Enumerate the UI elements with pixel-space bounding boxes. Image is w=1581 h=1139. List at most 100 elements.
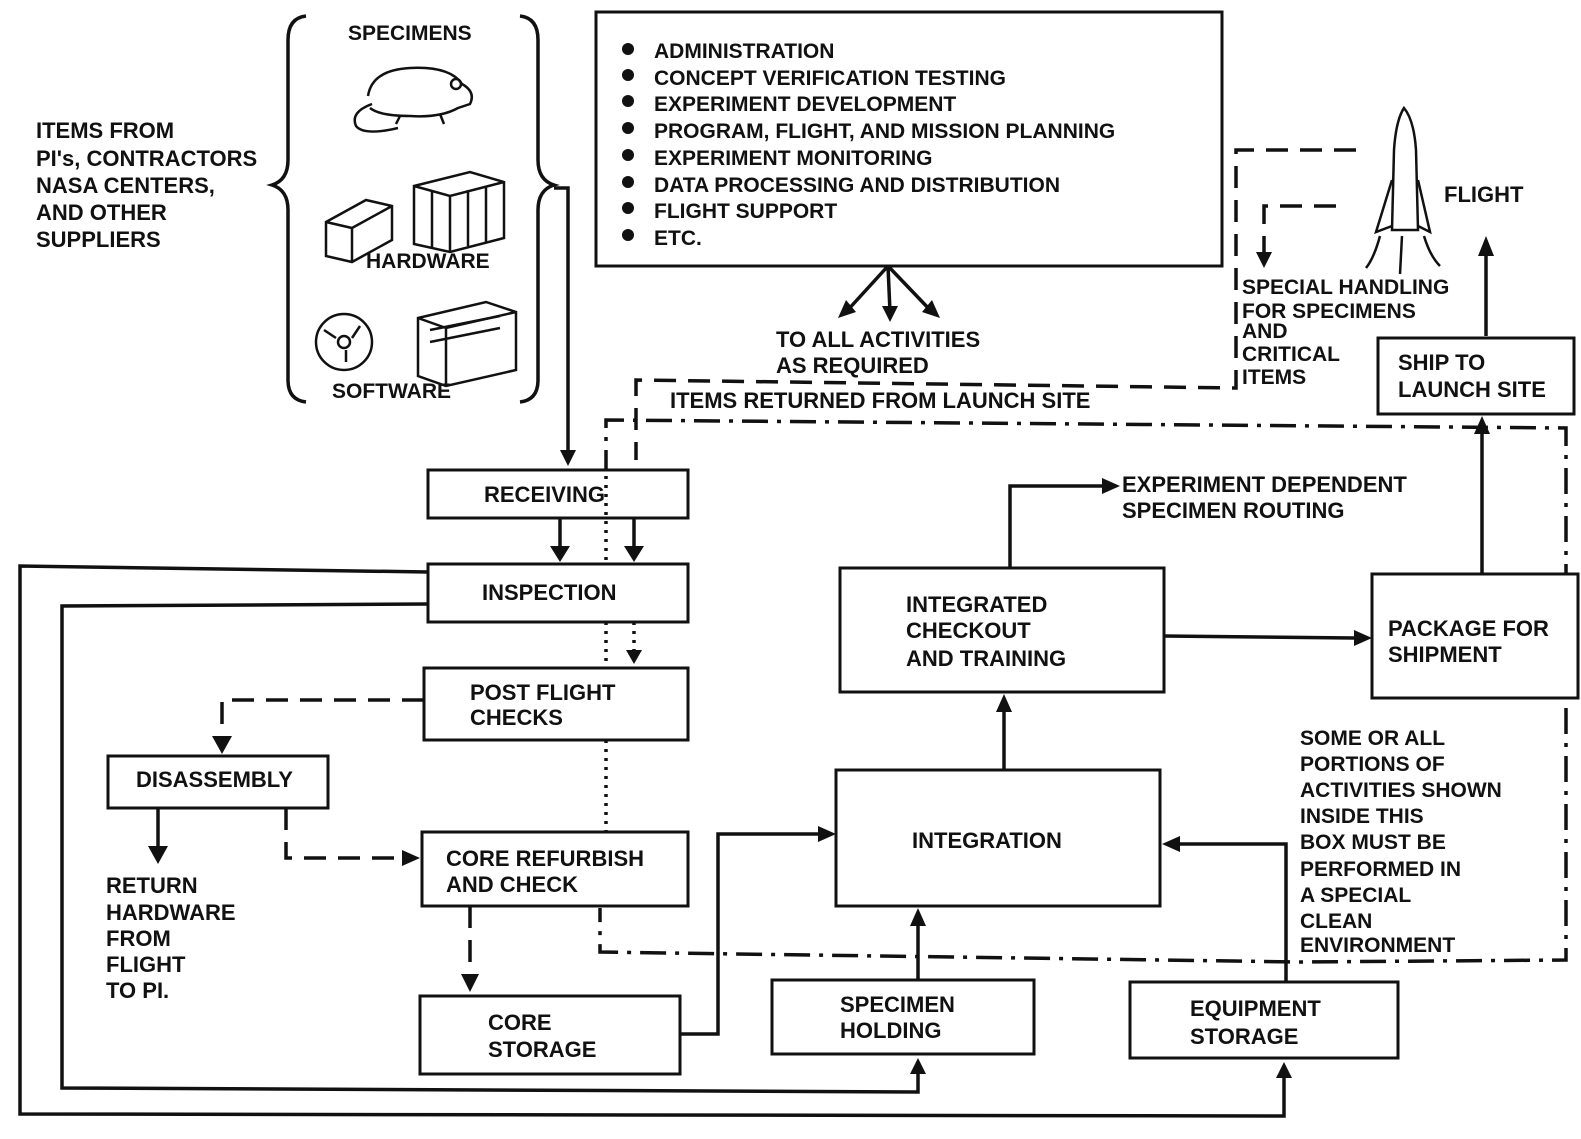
experiment-routing-line: SPECIMEN ROUTING [1122, 498, 1344, 523]
bullet-icon [622, 149, 634, 161]
package-for-shipment-box: PACKAGE FOR SHIPMENT [1370, 572, 1580, 700]
software-label: SOFTWARE [332, 380, 451, 403]
items-from-line: NASA CENTERS, [36, 173, 215, 198]
suppliers-to-receiving [554, 186, 570, 452]
activity-item: PROGRAM, FLIGHT, AND MISSION PLANNING [654, 120, 1115, 143]
activity-item: ETC. [654, 227, 702, 250]
specimens-label: SPECIMENS [348, 22, 472, 45]
return-hardware-text: RETURN HARDWARE FROM FLIGHT TO PI. [106, 873, 236, 1003]
ship-label: LAUNCH SITE [1398, 377, 1546, 402]
specimen-holding-box: SPECIMEN HOLDING [770, 978, 1036, 1056]
return-hardware-line: FROM [106, 926, 171, 951]
integrated-checkout-box: INTEGRATED CHECKOUT AND TRAINING [838, 566, 1166, 694]
activity-item: FLIGHT SUPPORT [654, 200, 837, 223]
hardware-label: HARDWARE [366, 250, 490, 273]
equipment-storage-label: EQUIPMENT [1190, 996, 1321, 1021]
bullet-icon [622, 229, 634, 241]
core-refurbish-box: CORE REFURBISH AND CHECK [420, 830, 690, 908]
return-hardware-line: RETURN [106, 873, 198, 898]
core-storage-label: CORE [488, 1010, 552, 1035]
special-handling-line: CRITICAL [1242, 343, 1340, 366]
core-refurbish-label: CORE REFURBISH [446, 846, 644, 871]
disassembly-to-core-refurbish [284, 808, 404, 860]
right-brace [519, 14, 560, 404]
specimen-holding-label: HOLDING [840, 1018, 941, 1043]
to-all-activities-line: TO ALL ACTIVITIES [776, 327, 980, 352]
post-flight-to-disassembly [220, 698, 424, 740]
clean-environment-boundary [598, 418, 1568, 964]
clean-note-line: CLEAN [1300, 910, 1372, 933]
activities-arrows [838, 264, 940, 322]
rat-icon [353, 66, 473, 133]
inspection-to-specimen-holding [60, 602, 920, 1094]
activity-item: DATA PROCESSING AND DISTRIBUTION [654, 174, 1060, 197]
bullet-icon [622, 69, 634, 81]
items-returned-label: ITEMS RETURNED FROM LAUNCH SITE [670, 388, 1090, 413]
activity-item: CONCEPT VERIFICATION TESTING [654, 67, 1006, 90]
clean-note-line: INSIDE THIS [1300, 805, 1424, 828]
left-brace [266, 14, 307, 404]
activity-item: ADMINISTRATION [654, 40, 834, 63]
clean-note-line: SOME OR ALL [1300, 727, 1445, 750]
bullet-icon [622, 95, 634, 107]
hardware-icon [324, 170, 506, 264]
items-from-line: PI's, CONTRACTORS [36, 146, 257, 171]
core-storage-box: CORE STORAGE [418, 994, 682, 1076]
rocket-icon [1365, 105, 1441, 275]
ship-to-launch-site-box: SHIP TO LAUNCH SITE [1376, 336, 1576, 416]
clean-note-line: ACTIVITIES SHOWN [1300, 779, 1502, 802]
post-flight-checks-box: POST FLIGHT CHECKS [422, 666, 690, 742]
special-handling-from-flight [1262, 204, 1336, 256]
equipment-storage-label: STORAGE [1190, 1024, 1298, 1049]
inspection-to-equipment-storage [18, 564, 1286, 1118]
inspection-box: INSPECTION [426, 562, 690, 624]
items-from-line: AND OTHER [36, 200, 167, 225]
experiment-routing-line: EXPERIMENT DEPENDENT [1122, 472, 1407, 497]
bullet-icon [622, 202, 634, 214]
integration-label: INTEGRATION [912, 828, 1062, 853]
receiving-box: RECEIVING [426, 468, 690, 520]
clean-note-line: PERFORMED IN [1300, 858, 1461, 881]
return-hardware-line: TO PI. [106, 978, 169, 1003]
specimen-holding-label: SPECIMEN [840, 992, 955, 1017]
equipment-storage-to-integration [1178, 842, 1288, 982]
integrated-checkout-label: AND TRAINING [906, 646, 1066, 671]
integration-box: INTEGRATION [834, 768, 1162, 908]
integrated-checkout-label: CHECKOUT [906, 618, 1031, 643]
inspection-label: INSPECTION [482, 580, 616, 605]
activities-box: ADMINISTRATION CONCEPT VERIFICATION TEST… [594, 10, 1224, 268]
specimens-group: SPECIMENS HARDWARE SOFTWARE [266, 14, 560, 404]
disassembly-box: DISASSEMBLY [106, 754, 330, 810]
return-hardware-line: HARDWARE [106, 900, 236, 925]
items-from-line: ITEMS FROM [36, 118, 174, 143]
bullet-icon [622, 43, 634, 55]
activity-item: EXPERIMENT DEVELOPMENT [654, 93, 956, 116]
package-label: SHIPMENT [1388, 642, 1502, 667]
integrated-checkout-label: INTEGRATED [906, 592, 1047, 617]
activity-item: EXPERIMENT MONITORING [654, 147, 932, 170]
clean-note-line: BOX MUST BE [1300, 831, 1446, 854]
special-handling-line: ITEMS [1242, 366, 1306, 389]
special-handling-line: FOR SPECIMENS [1242, 300, 1416, 323]
bullet-icon [622, 122, 634, 134]
equipment-storage-box: EQUIPMENT STORAGE [1128, 980, 1400, 1060]
clean-note-line: ENVIRONMENT [1300, 934, 1455, 957]
special-handling-line: AND [1242, 320, 1288, 343]
items-from-line: SUPPLIERS [36, 227, 161, 252]
bullet-icon [622, 176, 634, 188]
checkout-to-specimen-routing [1008, 484, 1104, 568]
ship-label: SHIP TO [1398, 350, 1485, 375]
post-flight-label: CHECKS [470, 705, 563, 730]
clean-note-line: PORTIONS OF [1300, 753, 1445, 776]
clean-environment-note: SOME OR ALL PORTIONS OF ACTIVITIES SHOWN… [1300, 727, 1502, 957]
to-all-activities-line: AS REQUIRED [776, 353, 929, 378]
core-storage-label: STORAGE [488, 1037, 596, 1062]
post-flight-label: POST FLIGHT [470, 680, 616, 705]
items-from-text: ITEMS FROM PI's, CONTRACTORS NASA CENTER… [36, 118, 257, 252]
return-hardware-line: FLIGHT [106, 952, 186, 977]
special-handling-line: SPECIAL HANDLING [1242, 276, 1449, 299]
receiving-label: RECEIVING [484, 482, 605, 507]
flight-label: FLIGHT [1444, 182, 1524, 207]
package-label: PACKAGE FOR [1388, 616, 1549, 641]
